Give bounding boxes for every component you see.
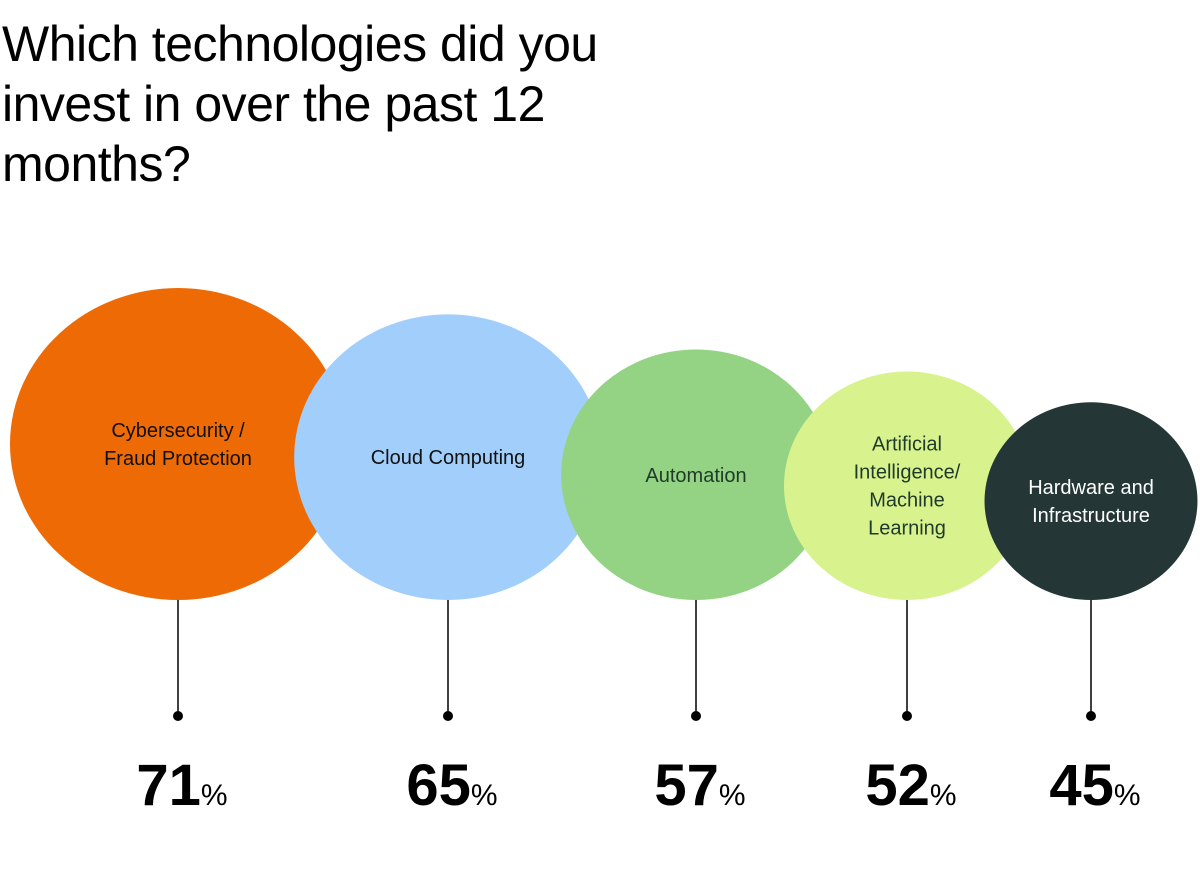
value-label: 71% bbox=[136, 753, 227, 818]
bubble-label-line: Learning bbox=[868, 518, 946, 540]
value-number: 71 bbox=[136, 753, 201, 818]
bubble-label: Automation bbox=[645, 465, 746, 487]
bubble-label-line: Automation bbox=[645, 465, 746, 487]
value-label: 65% bbox=[406, 753, 497, 818]
connector-dot bbox=[443, 711, 453, 721]
value-number: 45 bbox=[1049, 753, 1114, 818]
value-percent-sign: % bbox=[471, 779, 498, 812]
chart-title: Which technologies did you invest in ove… bbox=[2, 16, 598, 192]
connector-dot bbox=[691, 711, 701, 721]
bubble-label-line: Hardware and bbox=[1028, 477, 1154, 499]
value-percent-sign: % bbox=[930, 779, 957, 812]
bubble-label-line: Cloud Computing bbox=[371, 447, 526, 469]
bubble-labels-group: Cybersecurity / Fraud Protection Cloud Com… bbox=[104, 420, 1154, 540]
value-percent-sign: % bbox=[719, 779, 746, 812]
value-labels-group: 71%65%57%52%45% bbox=[136, 753, 1140, 818]
value-label: 57% bbox=[654, 753, 745, 818]
bubble-label-line: Intelligence/ bbox=[854, 462, 961, 484]
bubble-label: Cybersecurity / Fraud Protection bbox=[104, 420, 252, 470]
connector-dot bbox=[902, 711, 912, 721]
bubble bbox=[783, 371, 1031, 600]
value-label: 52% bbox=[865, 753, 956, 818]
bubble bbox=[294, 314, 602, 600]
value-number: 52 bbox=[865, 753, 930, 818]
bubble-label-line: Artificial bbox=[872, 434, 942, 456]
connectors-group bbox=[173, 600, 1096, 721]
value-number: 57 bbox=[654, 753, 719, 818]
bubble-label-line: Cybersecurity / bbox=[111, 420, 245, 442]
bubble bbox=[984, 402, 1198, 600]
value-number: 65 bbox=[406, 753, 471, 818]
value-percent-sign: % bbox=[1114, 779, 1141, 812]
bubbles-group bbox=[10, 288, 1198, 600]
bubble bbox=[561, 349, 831, 600]
connector-dot bbox=[173, 711, 183, 721]
bubble bbox=[10, 288, 346, 600]
bubble-label-line: Infrastructure bbox=[1032, 505, 1150, 527]
bubble-label-line: Machine bbox=[869, 490, 945, 512]
connector-dot bbox=[1086, 711, 1096, 721]
bubble-label-line: Fraud Protection bbox=[104, 448, 252, 470]
value-label: 45% bbox=[1049, 753, 1140, 818]
bubble-label: Cloud Computing bbox=[371, 447, 526, 469]
value-percent-sign: % bbox=[201, 779, 228, 812]
